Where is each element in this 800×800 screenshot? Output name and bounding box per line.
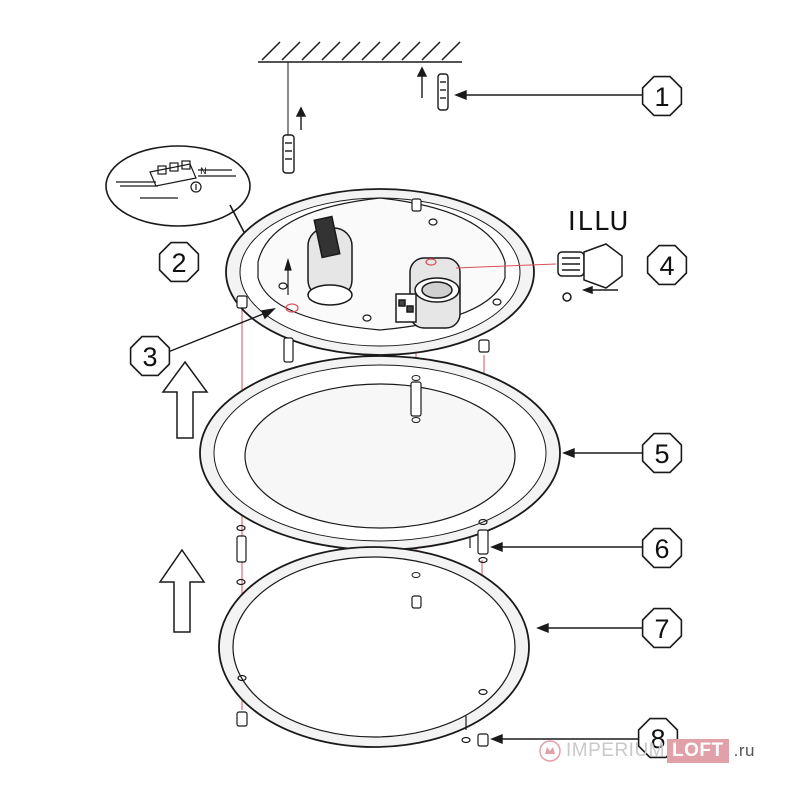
callout-octagon (646, 244, 688, 286)
callout-number: 8 (650, 724, 665, 754)
lamp-holder-left (307, 215, 353, 306)
watermark-part2: LOFT (667, 739, 729, 763)
leader-lines (167, 89, 644, 745)
standoff-parts (236, 518, 489, 586)
callout-number: 2 (171, 248, 186, 278)
callout-3: 3 (129, 335, 171, 377)
callout-number: 7 (654, 614, 669, 644)
svg-text:N: N (200, 167, 207, 177)
decor-ring (199, 355, 561, 551)
lamp-holder-right (395, 257, 461, 329)
callout-octagon (641, 75, 683, 117)
callout-number: 5 (654, 439, 669, 469)
fixing-screws (236, 674, 489, 747)
callout-octagon (641, 432, 683, 474)
base-plate (225, 188, 535, 356)
callout-number: 6 (654, 534, 669, 564)
watermark-part1: IMPERIUM (566, 740, 665, 761)
diagram-label: ILLU (568, 207, 630, 237)
callout-7: 7 (641, 607, 683, 649)
callout-octagon (641, 527, 683, 569)
callouts: 1 2 3 4 5 6 7 8 (129, 75, 688, 759)
callout-1: 1 (641, 75, 683, 117)
diffuser-ring (218, 546, 530, 748)
up-arrow-icon (158, 548, 206, 633)
ceiling (258, 41, 462, 63)
callout-octagon (129, 335, 171, 377)
callout-octagon (158, 241, 200, 283)
up-arrow-icon (161, 360, 209, 439)
wall-anchor-part (416, 66, 449, 111)
callout-5: 5 (641, 432, 683, 474)
watermark-suffix: .ru (733, 741, 755, 760)
crest-logo-icon (539, 740, 561, 762)
callout-number: 1 (654, 82, 669, 112)
terminal-block-icon: N (116, 160, 236, 199)
ceiling-anchor-left (282, 106, 307, 174)
callout-number: 4 (659, 251, 674, 281)
callout-octagon (641, 607, 683, 649)
screw-part (283, 257, 437, 363)
callout-6: 6 (641, 527, 683, 569)
base-plate-bolts (236, 198, 502, 353)
watermark: IMPERIUM LOFT .ru (538, 736, 755, 766)
bulb-part (455, 243, 623, 302)
wiring-detail-bubble: N (105, 145, 251, 237)
callout-2: 2 (158, 241, 200, 283)
callout-4: 4 (646, 244, 688, 286)
callout-number: 3 (142, 342, 157, 372)
